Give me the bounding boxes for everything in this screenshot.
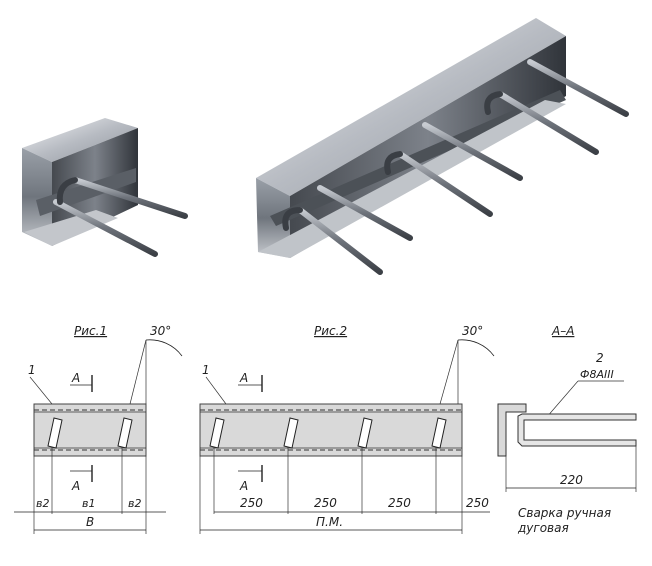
- section-rebar-profile: [517, 413, 637, 447]
- fig2-callout-leader: [205, 376, 227, 405]
- fig2-rod-slot-3: [357, 417, 373, 449]
- section-dim-length: 220: [560, 473, 583, 487]
- fig1-rod-slot-right: [117, 417, 133, 449]
- fig2-plate: [199, 403, 463, 457]
- section-callout-number: 2: [596, 351, 604, 365]
- fig1-callout-number: 1: [28, 363, 36, 377]
- fig1-rod-slot-left: [47, 417, 63, 449]
- fig2-angle-label: 30°: [462, 324, 483, 338]
- section-rebar-label: Ф8АIII: [580, 368, 614, 381]
- figure-2-drawing: Рис.2 1 A A 30° 250 250 250 250 П.: [199, 324, 495, 534]
- fig2-dim-2: 250: [314, 496, 337, 510]
- render-small-part: [22, 118, 188, 257]
- fig2-dim-3: 250: [388, 496, 411, 510]
- fig1-title: Рис.1: [74, 324, 107, 338]
- fig1-callout-leader: [29, 376, 53, 405]
- render-long-part: [256, 18, 629, 275]
- fig2-rod-slot-4: [431, 417, 447, 449]
- anchor-rods-small: [53, 177, 188, 257]
- figure-1-drawing: Рис.1 1 A A 30° в2 в1 в2 В: [14, 324, 183, 534]
- section-title: А–А: [551, 324, 574, 338]
- section-weld-note-line1: Сварка ручная: [518, 506, 611, 520]
- fig2-rod-slot-1: [209, 417, 225, 449]
- fig1-angle-label: 30°: [150, 324, 171, 338]
- fig2-dim-1: 250: [240, 496, 263, 510]
- fig2-title: Рис.2: [314, 324, 347, 338]
- section-channel-profile: [497, 403, 527, 457]
- section-weld-note-line2: дуговая: [517, 521, 569, 535]
- fig1-dim-b1: в1: [82, 497, 95, 510]
- fig2-dim-4: 250: [466, 496, 489, 510]
- section-a-a-drawing: А–А 2 Ф8АIII 220 Сварка ручная дуговая: [497, 324, 637, 535]
- fig1-dim-b2-right: в2: [128, 497, 141, 510]
- fig1-section-mark-bottom: A: [71, 479, 80, 493]
- fig2-section-mark-top: A: [239, 371, 248, 385]
- fig2-callout-number: 1: [202, 363, 210, 377]
- fig2-section-mark-bottom: A: [239, 479, 248, 493]
- section-rebar-leader: [545, 380, 579, 419]
- fig1-dim-total: В: [86, 515, 94, 529]
- anchor-rods-long: [282, 59, 629, 275]
- fig1-dim-b2-left: в2: [36, 497, 49, 510]
- fig2-dim-total: П.М.: [316, 515, 343, 529]
- fig1-section-mark-top: A: [71, 371, 80, 385]
- fig2-rod-slot-2: [283, 417, 299, 449]
